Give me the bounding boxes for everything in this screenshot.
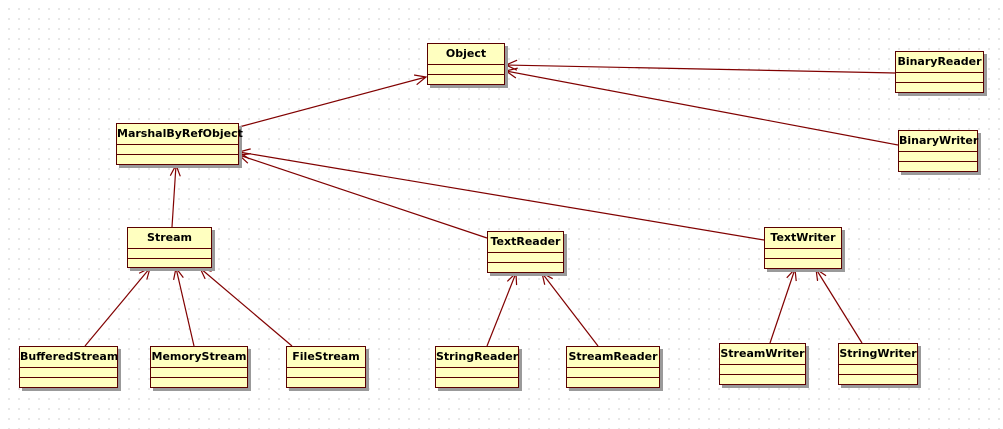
operations-compartment — [488, 263, 563, 272]
class-name: TextReader — [488, 232, 563, 253]
inherit-edge-string-writer-to-text-writer — [815, 267, 863, 344]
operations-compartment — [896, 83, 983, 92]
operations-compartment — [567, 378, 659, 387]
class-name: FileStream — [287, 347, 365, 368]
attributes-compartment — [488, 253, 563, 263]
inherit-edge-binary-reader-to-object — [504, 59, 896, 74]
class-name: StreamWriter — [720, 344, 805, 365]
edge-line — [175, 267, 195, 347]
attributes-compartment — [117, 145, 238, 155]
attributes-compartment — [151, 368, 247, 378]
class-box-marshal-by-ref-object[interactable]: MarshalByRefObject — [116, 123, 243, 165]
class-box-string-writer[interactable]: StringWriter — [838, 343, 918, 385]
class-name: MarshalByRefObject — [117, 124, 243, 145]
class-name: StringReader — [436, 347, 518, 368]
inherit-edge-stream-reader-to-text-reader — [541, 271, 599, 347]
operations-compartment — [899, 162, 977, 171]
edge-line — [505, 64, 896, 74]
inherit-edge-stream-writer-to-text-writer — [769, 267, 797, 344]
operations-compartment — [128, 259, 211, 267]
arrowhead-icon — [504, 67, 518, 79]
inherit-edge-marshal-by-ref-object-to-object — [238, 74, 428, 128]
class-box-stream[interactable]: Stream — [127, 227, 212, 268]
class-box-stream-writer[interactable]: StreamWriter — [719, 343, 806, 385]
attributes-compartment — [720, 365, 805, 375]
edge-line — [769, 268, 796, 344]
attributes-compartment — [436, 368, 518, 378]
arrowhead-icon — [138, 266, 151, 280]
edge-line — [171, 164, 177, 228]
edge-line — [486, 272, 517, 347]
attributes-compartment — [765, 249, 841, 259]
class-box-binary-reader[interactable]: BinaryReader — [895, 51, 984, 93]
arrowhead-icon — [198, 267, 212, 280]
class-box-stream-reader[interactable]: StreamReader — [566, 346, 660, 388]
class-name: BinaryReader — [896, 52, 983, 73]
class-name: BufferedStream — [20, 347, 118, 368]
class-box-buffered-stream[interactable]: BufferedStream — [19, 346, 118, 388]
operations-compartment — [436, 378, 518, 387]
attributes-compartment — [128, 249, 211, 259]
attributes-compartment — [287, 368, 365, 378]
class-name: StringWriter — [839, 344, 917, 365]
edge-line — [238, 76, 427, 128]
arrowhead-icon — [541, 271, 553, 285]
inherit-edge-file-stream-to-stream — [198, 267, 293, 347]
arrowhead-icon — [173, 266, 184, 280]
arrowhead-icon — [786, 267, 797, 282]
class-name: Object — [428, 44, 504, 65]
attributes-compartment — [839, 365, 917, 375]
arrowhead-icon — [169, 163, 181, 177]
arrowhead-icon — [413, 74, 428, 86]
edge-line — [815, 268, 863, 344]
arrowhead-icon — [237, 148, 251, 160]
class-box-text-writer[interactable]: TextWriter — [764, 227, 842, 269]
attributes-compartment — [20, 368, 117, 378]
class-name: MemoryStream — [151, 347, 247, 368]
class-box-memory-stream[interactable]: MemoryStream — [150, 346, 248, 388]
arrowhead-icon — [237, 153, 252, 164]
edge-line — [238, 154, 488, 239]
operations-compartment — [151, 378, 247, 387]
inherit-edge-text-writer-to-marshal-by-ref-object — [237, 148, 765, 241]
inherit-edge-buffered-stream-to-stream — [84, 266, 151, 347]
operations-compartment — [20, 378, 117, 387]
operations-compartment — [765, 259, 841, 268]
operations-compartment — [117, 155, 238, 164]
arrowhead-icon — [506, 271, 518, 286]
edge-line — [238, 151, 765, 241]
inherit-edge-memory-stream-to-stream — [173, 266, 195, 347]
class-box-binary-writer[interactable]: BinaryWriter — [898, 130, 978, 172]
operations-compartment — [428, 75, 504, 84]
edge-line — [84, 267, 151, 347]
class-name: BinaryWriter — [899, 131, 978, 152]
inherit-edge-string-reader-to-text-reader — [486, 271, 518, 347]
class-box-text-reader[interactable]: TextReader — [487, 231, 564, 273]
operations-compartment — [287, 378, 365, 387]
class-name: StreamReader — [567, 347, 659, 368]
class-box-file-stream[interactable]: FileStream — [286, 346, 366, 388]
inherit-edge-text-reader-to-marshal-by-ref-object — [237, 153, 488, 239]
attributes-compartment — [567, 368, 659, 378]
arrowhead-icon — [504, 59, 518, 71]
edge-line — [505, 70, 899, 146]
class-name: Stream — [128, 228, 211, 249]
inherit-edge-stream-to-marshal-by-ref-object — [169, 163, 181, 228]
attributes-compartment — [899, 152, 977, 162]
edge-line — [199, 267, 293, 347]
inherit-edge-binary-writer-to-object — [504, 67, 899, 146]
class-box-string-reader[interactable]: StringReader — [435, 346, 519, 388]
attributes-compartment — [428, 65, 504, 75]
arrowhead-icon — [815, 267, 827, 282]
operations-compartment — [839, 375, 917, 384]
class-name: TextWriter — [765, 228, 841, 249]
class-box-object[interactable]: Object — [427, 43, 505, 85]
operations-compartment — [720, 375, 805, 384]
edge-line — [541, 272, 599, 347]
attributes-compartment — [896, 73, 983, 83]
